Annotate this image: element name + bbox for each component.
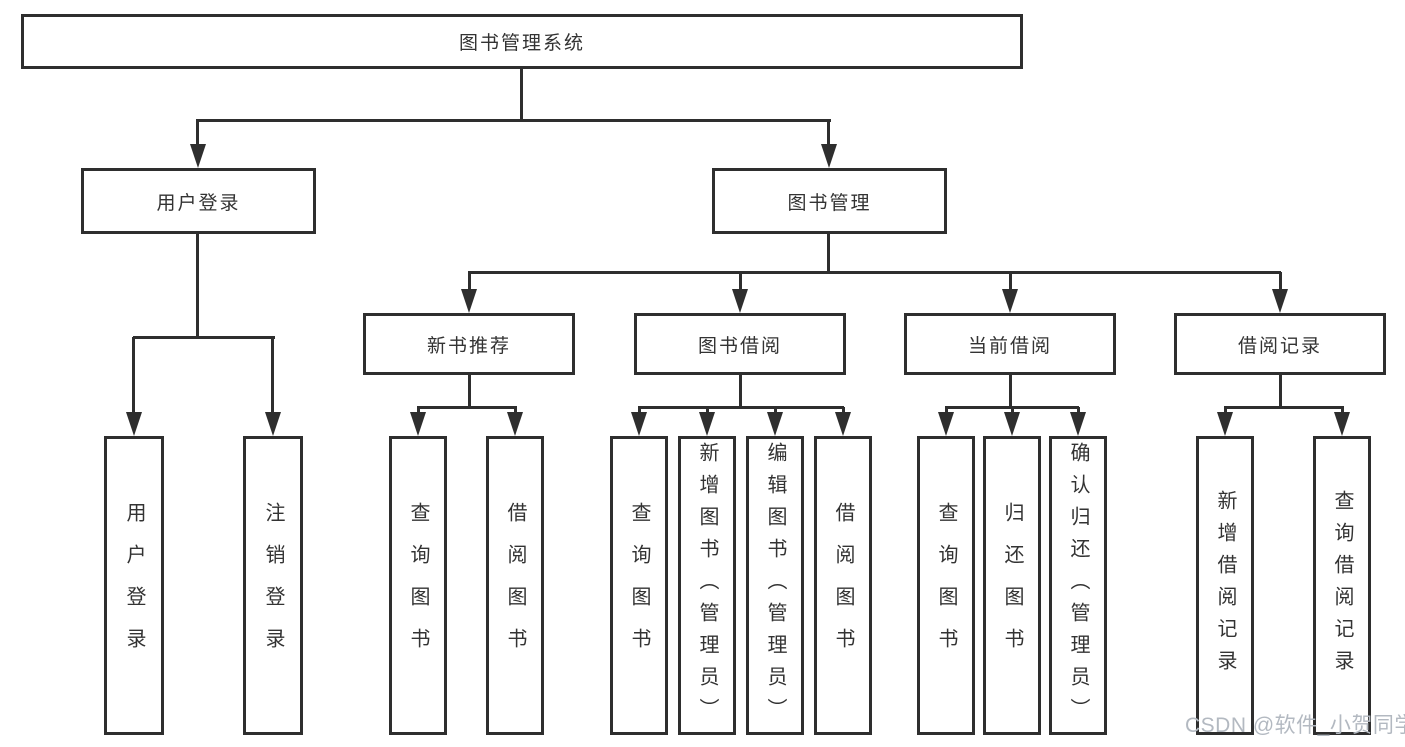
leaf-user-login-label: 用户登录 — [123, 501, 145, 670]
edge-line — [1009, 272, 1012, 289]
arrowhead-icon — [1070, 412, 1086, 436]
leaf-borrow-book-b-label: 借阅图书 — [832, 501, 854, 670]
node-book-mgmt: 图书管理 — [712, 168, 947, 234]
edge-line — [638, 407, 641, 413]
watermark: CSDN @软件_小贺同学 — [1185, 714, 1405, 737]
leaf-add-book: 新增图书（管理员） — [678, 436, 736, 735]
arrowhead-icon — [265, 412, 281, 436]
arrowhead-icon — [732, 289, 748, 313]
node-root: 图书管理系统 — [21, 14, 1023, 69]
edge-line — [417, 407, 420, 413]
leaf-add-book-label: 新增图书（管理员） — [696, 441, 718, 730]
node-current-borrow: 当前借阅 — [904, 313, 1116, 375]
node-new-book-rec-label: 新书推荐 — [426, 335, 511, 357]
edge-line — [638, 406, 844, 409]
leaf-query-book-b-label: 查询图书 — [628, 501, 650, 670]
arrowhead-icon — [821, 144, 837, 168]
arrowhead-icon — [190, 144, 206, 168]
edge-line — [197, 119, 831, 122]
leaf-query-book-c: 查询图书 — [917, 436, 975, 735]
leaf-borrow-book-b: 借阅图书 — [814, 436, 872, 735]
edge-line — [1077, 407, 1080, 413]
arrowhead-icon — [507, 412, 523, 436]
edge-line — [514, 407, 517, 413]
edge-line — [739, 375, 742, 407]
leaf-add-record: 新增借阅记录 — [1196, 436, 1254, 735]
arrowhead-icon — [767, 412, 783, 436]
arrowhead-icon — [699, 412, 715, 436]
leaf-borrow-book-a: 借阅图书 — [486, 436, 544, 735]
node-user-login-label: 用户登录 — [156, 192, 241, 214]
leaf-user-login: 用户登录 — [104, 436, 164, 735]
arrowhead-icon — [1217, 412, 1233, 436]
arrowhead-icon — [461, 289, 477, 313]
arrowhead-icon — [410, 412, 426, 436]
arrowhead-icon — [1002, 289, 1018, 313]
node-borrow-record-label: 借阅记录 — [1237, 335, 1322, 357]
arrowhead-icon — [126, 412, 142, 436]
edge-line — [1011, 407, 1014, 413]
leaf-logout: 注销登录 — [243, 436, 303, 735]
leaf-query-record-label: 查询借阅记录 — [1331, 489, 1353, 682]
edge-line — [1009, 375, 1012, 407]
arrowhead-icon — [631, 412, 647, 436]
arrowhead-icon — [938, 412, 954, 436]
edge-line — [468, 271, 1281, 274]
node-borrow-record: 借阅记录 — [1174, 313, 1386, 375]
edge-line — [1341, 407, 1344, 413]
leaf-return-book: 归还图书 — [983, 436, 1041, 735]
edge-line — [1279, 272, 1282, 289]
node-book-borrow-label: 图书借阅 — [697, 335, 782, 357]
edge-line — [774, 407, 777, 413]
edge-line — [271, 337, 274, 412]
node-new-book-rec: 新书推荐 — [363, 313, 575, 375]
arrowhead-icon — [835, 412, 851, 436]
arrowhead-icon — [1272, 289, 1288, 313]
leaf-add-record-label: 新增借阅记录 — [1214, 489, 1236, 682]
edge-line — [1224, 407, 1227, 413]
leaf-query-book-b: 查询图书 — [610, 436, 668, 735]
node-root-label: 图书管理系统 — [458, 33, 585, 54]
edge-line — [945, 407, 948, 413]
edge-line — [196, 119, 199, 144]
node-user-login: 用户登录 — [81, 168, 316, 234]
edge-line — [1279, 375, 1282, 407]
leaf-borrow-book-a-label: 借阅图书 — [504, 501, 526, 670]
edge-line — [842, 407, 845, 413]
node-current-borrow-label: 当前借阅 — [967, 335, 1052, 357]
edge-line — [196, 234, 199, 337]
leaf-logout-label: 注销登录 — [262, 501, 284, 670]
leaf-return-book-label: 归还图书 — [1001, 501, 1023, 670]
leaf-edit-book-label: 编辑图书（管理员） — [764, 441, 786, 730]
leaf-confirm-return: 确认归还（管理员） — [1049, 436, 1107, 735]
edge-line — [417, 406, 517, 409]
leaf-query-book-c-label: 查询图书 — [935, 501, 957, 670]
leaf-query-record: 查询借阅记录 — [1313, 436, 1371, 735]
edge-line — [468, 272, 471, 289]
edge-line — [520, 69, 523, 120]
leaf-confirm-return-label: 确认归还（管理员） — [1067, 441, 1089, 730]
edge-line — [1224, 406, 1344, 409]
arrowhead-icon — [1004, 412, 1020, 436]
edge-line — [133, 336, 275, 339]
arrowhead-icon — [1334, 412, 1350, 436]
node-book-mgmt-label: 图书管理 — [787, 192, 872, 214]
node-book-borrow: 图书借阅 — [634, 313, 846, 375]
leaf-query-book-a-label: 查询图书 — [407, 501, 429, 670]
edge-line — [706, 407, 709, 413]
leaf-query-book-a: 查询图书 — [389, 436, 447, 735]
edge-line — [739, 272, 742, 289]
edge-line — [827, 119, 830, 144]
leaf-edit-book: 编辑图书（管理员） — [746, 436, 804, 735]
edge-line — [468, 375, 471, 407]
edge-line — [827, 234, 830, 272]
edge-line — [132, 337, 135, 412]
